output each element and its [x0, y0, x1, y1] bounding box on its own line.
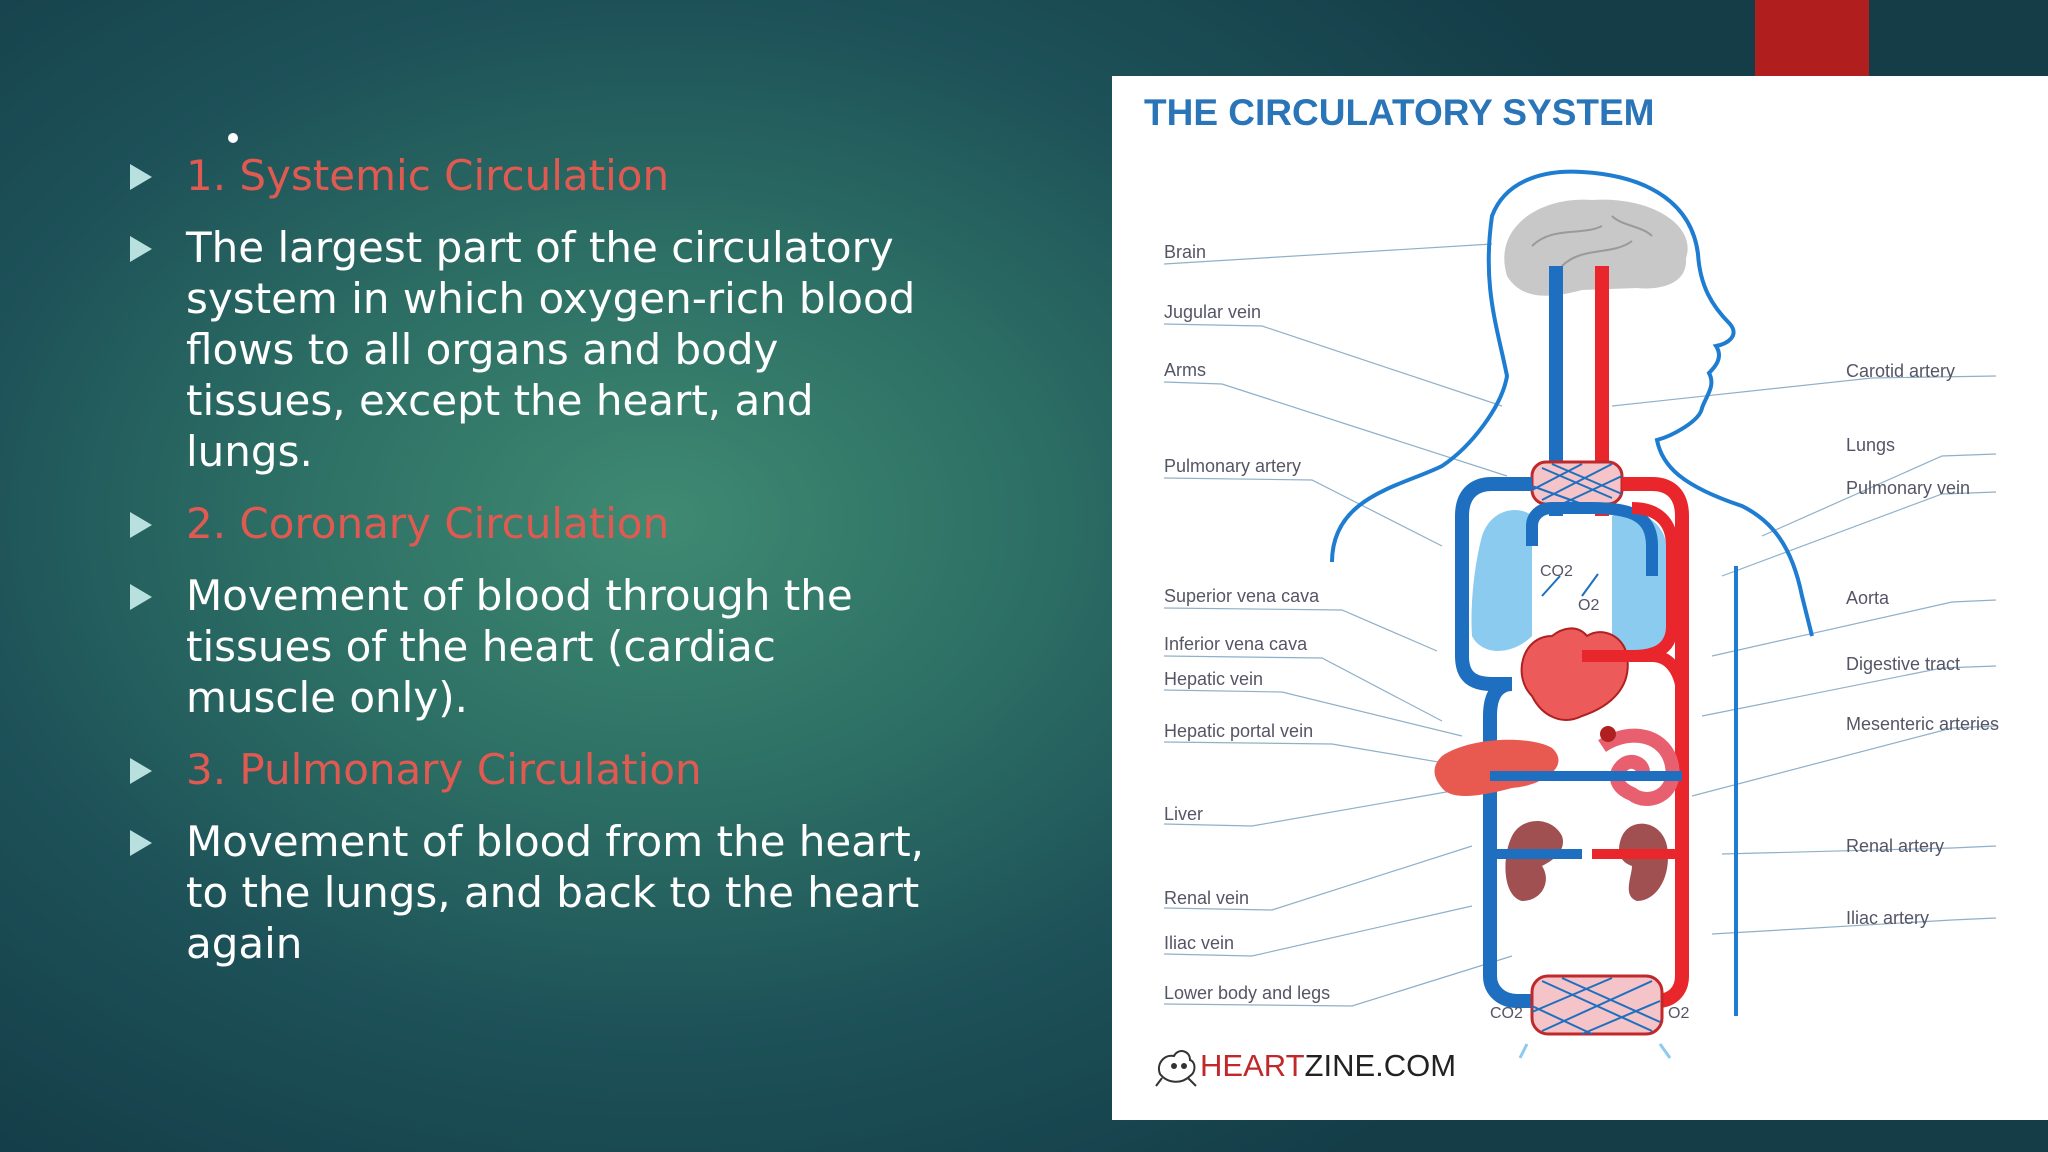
aorta-loop — [1622, 477, 1689, 636]
o2-label-bottom: O2 — [1668, 1005, 1689, 1022]
pulmonary-artery-loop — [1526, 502, 1658, 576]
label-jugular-vein: Jugular vein — [1164, 302, 1262, 322]
circulatory-system-figure: THE CIRCULATORY SYSTEM — [1112, 76, 2048, 1120]
bullet-text: 2. Coronary Circulation — [186, 499, 670, 548]
triangle-bullet-icon — [130, 512, 152, 538]
bullet-systemic-description: The largest part of the circulatory syst… — [128, 222, 928, 477]
label-arms: Arms — [1164, 360, 1206, 380]
bullet-text: Movement of blood from the heart, to the… — [186, 817, 925, 968]
label-inferior-vena-cava: Inferior vena cava — [1164, 634, 1308, 654]
right-kidney — [1619, 823, 1668, 901]
vena-cava-loop — [1455, 477, 1532, 691]
bullet-text: 3. Pulmonary Circulation — [186, 745, 702, 794]
triangle-bullet-icon — [130, 758, 152, 784]
label-liver: Liver — [1164, 804, 1204, 824]
body-outline — [1330, 169, 1814, 637]
bullet-coronary-heading: 2. Coronary Circulation — [128, 498, 928, 549]
inferior-vena-cava — [1483, 677, 1532, 1008]
label-lungs: Lungs — [1846, 435, 1896, 455]
o2-label-top: O2 — [1578, 597, 1599, 614]
mascot-icon — [1155, 1050, 1197, 1087]
label-superior-vena-cava: Superior vena cava — [1164, 586, 1320, 606]
label-hepatic-vein: Hepatic vein — [1164, 669, 1264, 689]
label-aorta: Aorta — [1846, 588, 1890, 608]
heart-shape — [1520, 627, 1629, 721]
bullet-systemic-heading: 1. Systemic Circulation — [128, 150, 928, 201]
bullet-pulmonary-heading: 3. Pulmonary Circulation — [128, 744, 928, 795]
co2-label-bottom: CO2 — [1490, 1005, 1523, 1022]
accent-bar — [1755, 0, 1869, 76]
carotid-artery — [1595, 266, 1609, 516]
label-hepatic-portal-vein: Hepatic portal vein — [1164, 721, 1314, 741]
bullet-pulmonary-description: Movement of blood from the heart, to the… — [128, 816, 928, 969]
left-kidney — [1505, 821, 1563, 901]
left-lung — [1471, 510, 1532, 651]
figure-title: THE CIRCULATORY SYSTEM — [1144, 92, 1655, 133]
label-pulmonary-artery: Pulmonary artery — [1164, 456, 1302, 476]
label-pulmonary-vein: Pulmonary vein — [1846, 478, 1971, 498]
bullet-text: 1. Systemic Circulation — [186, 151, 670, 200]
label-renal-vein: Renal vein — [1164, 888, 1250, 908]
circulatory-diagram: CO2 O2 CO2 O2 — [1163, 169, 1997, 1059]
empty-bullet-dot — [228, 133, 238, 143]
bullet-list: 1. Systemic Circulation The largest part… — [128, 150, 928, 990]
label-carotid-artery: Carotid artery — [1846, 361, 1956, 381]
label-mesenteric-arteries: Mesenteric arteries — [1846, 714, 2000, 734]
label-leader-lines — [1163, 243, 1997, 1007]
bullet-text: Movement of blood through the tissues of… — [186, 571, 853, 722]
logo-text-heart: HEART — [1200, 1048, 1305, 1083]
triangle-bullet-icon — [130, 830, 152, 856]
digestive-tract-shape — [1598, 728, 1680, 806]
bullet-coronary-description: Movement of blood through the tissues of… — [128, 570, 928, 723]
label-lower-body-and-legs: Lower body and legs — [1164, 983, 1331, 1003]
label-digestive-tract: Digestive tract — [1846, 654, 1961, 674]
label-iliac-vein: Iliac vein — [1164, 933, 1235, 953]
co2-label-top: CO2 — [1540, 563, 1573, 580]
triangle-bullet-icon — [130, 164, 152, 190]
label-brain: Brain — [1164, 242, 1207, 262]
liver-shape — [1434, 739, 1559, 796]
triangle-bullet-icon — [130, 236, 152, 262]
logo-text-zine: ZINE.COM — [1304, 1048, 1457, 1083]
label-renal-artery: Renal artery — [1846, 836, 1945, 856]
right-lung — [1612, 512, 1670, 660]
jugular-vein — [1549, 266, 1563, 516]
label-iliac-artery: Iliac artery — [1846, 908, 1930, 928]
bullet-text: The largest part of the circulatory syst… — [186, 223, 916, 476]
triangle-bullet-icon — [130, 584, 152, 610]
